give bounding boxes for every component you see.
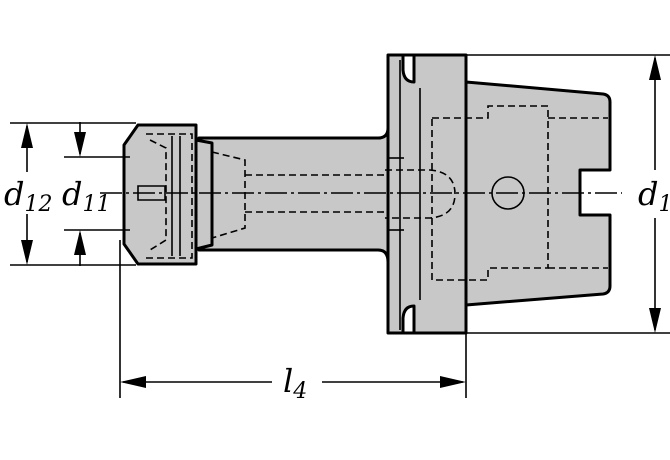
dimension-l4: l4	[119, 240, 467, 404]
collet-nut	[122, 123, 214, 266]
label-d1: d1	[638, 175, 670, 217]
dimension-d12: d12	[4, 122, 136, 266]
dimension-d11: d11	[62, 122, 130, 266]
label-l4: l4	[283, 362, 307, 404]
nut-step	[194, 138, 214, 251]
nut-body	[122, 123, 198, 266]
extension-neck	[197, 126, 390, 264]
dimension-d1: d1	[466, 54, 670, 334]
flange-groove-bottom	[401, 304, 416, 335]
flange-groove	[401, 53, 416, 84]
label-d11: d11	[62, 175, 110, 217]
label-d12: d12	[4, 175, 52, 217]
shank-body	[386, 53, 612, 335]
